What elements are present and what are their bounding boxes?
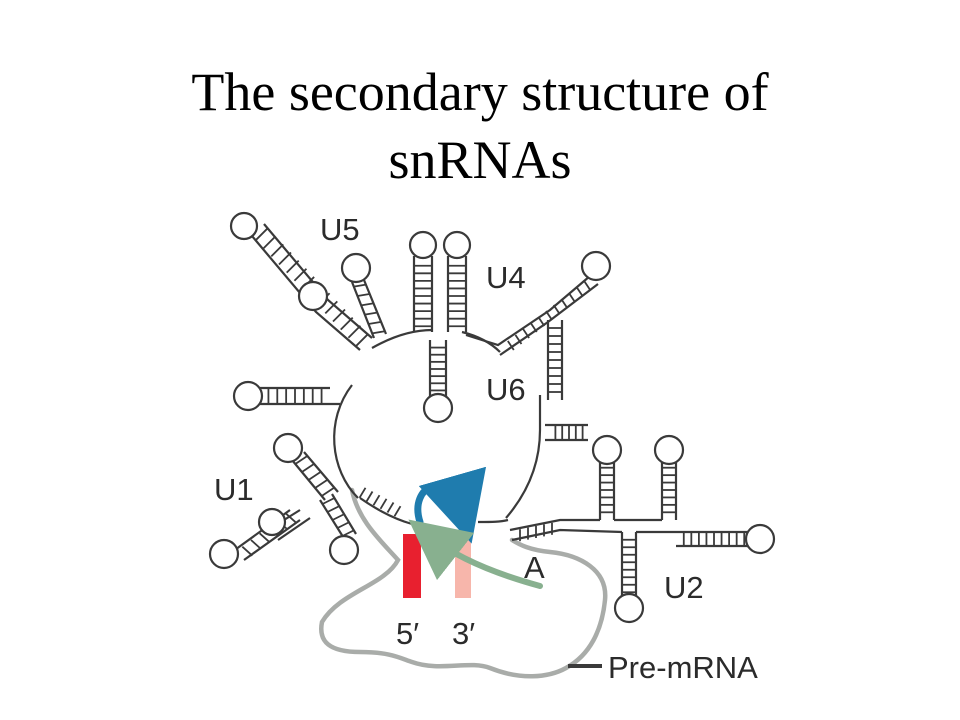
u5-loop-1 bbox=[229, 211, 259, 241]
base-pair-rung bbox=[241, 545, 253, 557]
u1-snrna bbox=[208, 432, 360, 570]
label-u2: U2 bbox=[664, 570, 704, 605]
base-pair-rung bbox=[372, 494, 381, 506]
base-pair-rung bbox=[545, 310, 553, 321]
u2-loop-3 bbox=[613, 592, 645, 624]
base-pair-rung bbox=[357, 293, 370, 297]
base-pair-rung bbox=[286, 260, 300, 274]
label-u6: U6 bbox=[486, 372, 526, 407]
label-u1: U1 bbox=[214, 472, 254, 507]
u1-loop-4 bbox=[328, 534, 360, 566]
base-pair-rung bbox=[514, 334, 523, 345]
base-pair-rung bbox=[372, 330, 385, 335]
base-pair-rung bbox=[332, 513, 345, 521]
u6-core-ring-bottom bbox=[359, 497, 509, 526]
title-line-2: snRNAs bbox=[388, 130, 572, 190]
base-pair-rung bbox=[355, 333, 369, 347]
base-pair-rung bbox=[285, 512, 297, 524]
base-pair-rung bbox=[583, 280, 591, 291]
label-five-prime: 5′ bbox=[396, 616, 419, 651]
u5-snrna bbox=[229, 211, 388, 351]
u2-loop-2 bbox=[653, 434, 685, 466]
label-u4: U4 bbox=[486, 260, 526, 295]
second-step-arrow bbox=[408, 519, 543, 589]
base-pair-rung bbox=[522, 328, 530, 339]
label-branch-point-a: A bbox=[524, 550, 545, 585]
base-pair-rung bbox=[259, 532, 271, 544]
u6-core-ring bbox=[333, 384, 359, 499]
base-pair-rung bbox=[364, 311, 377, 316]
base-pair-rung bbox=[537, 316, 546, 327]
base-pair-rung bbox=[361, 302, 374, 307]
base-pair-rung bbox=[250, 539, 262, 550]
u4-loop-2 bbox=[442, 230, 472, 260]
base-pair-rung bbox=[552, 304, 561, 315]
base-pair-rung bbox=[332, 308, 346, 323]
slide-title: The secondary structure of snRNAs bbox=[80, 58, 880, 194]
u6-loop bbox=[422, 392, 454, 424]
base-pair-rung bbox=[340, 317, 354, 331]
base-pair-rung bbox=[529, 322, 538, 333]
base-pair-rung bbox=[386, 502, 395, 513]
u2-loop-4 bbox=[744, 523, 776, 555]
base-pair-rung bbox=[337, 521, 350, 529]
five-prime-splice-site bbox=[403, 534, 421, 598]
base-pair-rung bbox=[368, 321, 381, 325]
base-pair-rung bbox=[347, 325, 362, 339]
base-pair-rung bbox=[568, 292, 576, 303]
u5-loop-2 bbox=[297, 280, 329, 312]
base-pair-rung bbox=[321, 487, 335, 497]
base-pair-rung bbox=[255, 227, 269, 241]
u4-loop-3 bbox=[580, 250, 612, 282]
u2-snrna bbox=[509, 434, 776, 624]
base-pair-rung bbox=[560, 298, 569, 309]
base-pair-rung bbox=[327, 505, 340, 513]
title-line-1: The secondary structure of bbox=[191, 62, 769, 122]
left-hairpin-loop bbox=[232, 380, 264, 412]
u1-loop-3 bbox=[257, 507, 287, 537]
base-pair-rung bbox=[393, 505, 402, 517]
pre-mrna-strand bbox=[319, 487, 608, 679]
label-three-prime: 3′ bbox=[452, 616, 475, 651]
u2-loop-1 bbox=[591, 434, 623, 466]
u1-loop-1 bbox=[272, 432, 304, 464]
u5-loop-3 bbox=[340, 252, 372, 284]
u1-loop-2 bbox=[208, 538, 240, 570]
base-pair-rung bbox=[293, 268, 308, 282]
u6-core-ring-right bbox=[505, 395, 542, 519]
base-pair-rung bbox=[365, 491, 374, 502]
base-pair-rung bbox=[314, 479, 328, 489]
base-pair-rung bbox=[379, 498, 388, 510]
u4-loop-1 bbox=[408, 230, 438, 260]
base-pair-rung bbox=[301, 463, 315, 473]
base-pair-rung bbox=[353, 283, 366, 288]
label-pre-mrna: Pre-mRNA bbox=[608, 650, 758, 685]
base-pair-rung bbox=[322, 497, 335, 505]
base-pair-rung bbox=[308, 471, 321, 481]
label-u5: U5 bbox=[320, 212, 360, 247]
base-pair-rung bbox=[270, 243, 284, 257]
base-pair-rung bbox=[324, 300, 338, 314]
base-pair-rung bbox=[507, 340, 515, 351]
base-pair-rung bbox=[575, 286, 584, 297]
base-pair-rung bbox=[294, 455, 308, 465]
base-pair-rung bbox=[262, 235, 277, 249]
u6-core-ring-top bbox=[371, 328, 501, 353]
left-hairpin bbox=[232, 380, 340, 412]
base-pair-rung bbox=[358, 487, 367, 499]
first-step-arrow bbox=[414, 466, 486, 544]
base-pair-rung bbox=[278, 251, 292, 266]
three-prime-splice-site bbox=[455, 534, 471, 598]
u6-snrna bbox=[358, 320, 588, 517]
